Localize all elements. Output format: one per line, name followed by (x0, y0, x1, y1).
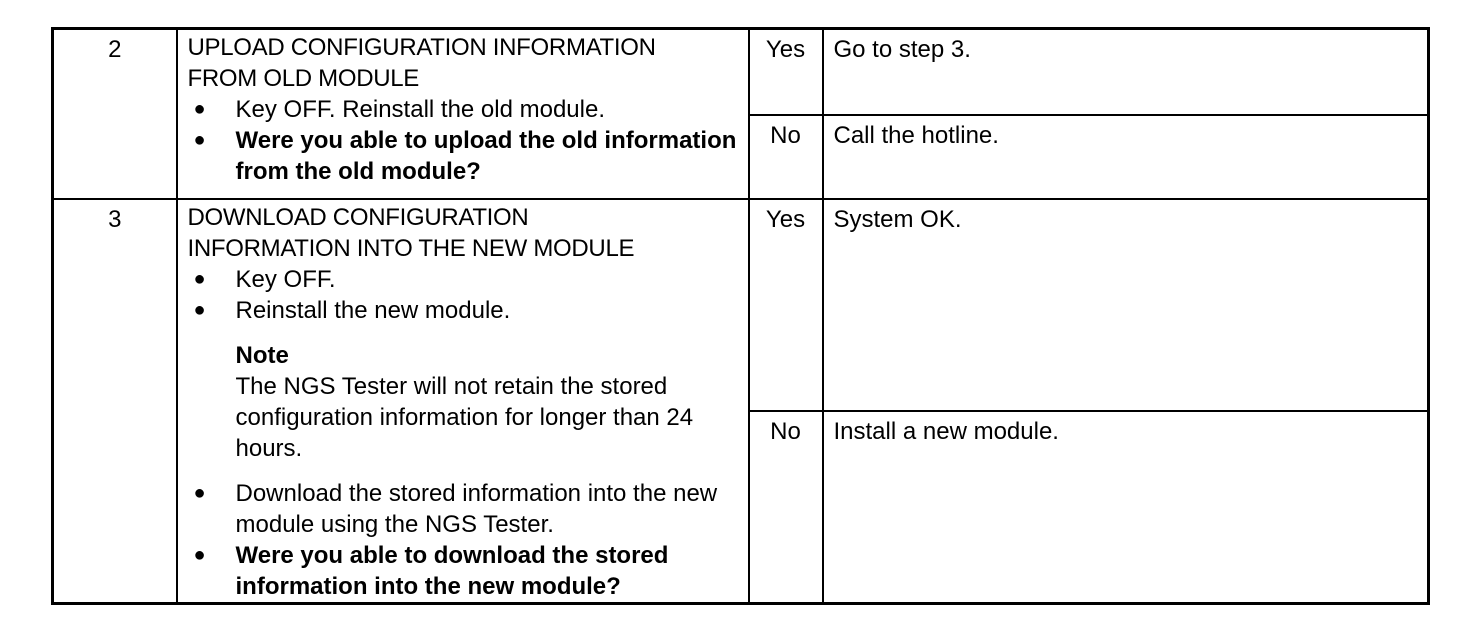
bullet-icon: ● (193, 481, 206, 504)
result-action: Install a new module. (821, 409, 1430, 604)
list-item: ● Were you able to download the stored i… (188, 540, 738, 602)
bullet-text: Key OFF. (235, 265, 336, 293)
result-answer: No (747, 113, 824, 200)
note-block: Note The NGS Tester will not retain the … (188, 340, 738, 464)
note-text: The NGS Tester will not retain the store… (235, 372, 694, 462)
table-row-step-2-no: No Call the hotline. (53, 113, 1430, 200)
question-text: Were you able to upload the old informat… (235, 127, 737, 185)
step-number: 2 (51, 27, 178, 200)
list-item: ● Were you able to upload the old inform… (188, 125, 738, 187)
result-action: Go to step 3. (821, 27, 1430, 116)
step-heading-line: DOWNLOAD CONFIGURATION (187, 203, 529, 231)
bullet-icon: ● (193, 267, 206, 290)
result-answer: No (747, 409, 824, 604)
bullet-icon: ● (193, 298, 206, 321)
result-action: Call the hotline. (821, 113, 1430, 200)
step-heading-line: FROM OLD MODULE (187, 65, 420, 92)
bullet-text: Reinstall the new module. (235, 296, 511, 324)
result-answer: Yes (747, 27, 824, 116)
bullet-list: ● Key OFF. Reinstall the old module. ● W… (188, 94, 738, 187)
question-text: Were you able to download the stored inf… (235, 541, 669, 600)
table-row-step-2: 2 UPLOAD CONFIGURATION INFORMATION FROM … (51, 27, 1430, 200)
step-heading-line: UPLOAD CONFIGURATION INFORMATION (187, 34, 656, 61)
diagnostic-step-table: 2 UPLOAD CONFIGURATION INFORMATION FROM … (51, 27, 1430, 605)
step-number: 3 (51, 197, 178, 604)
bullet-text: Download the stored information into the… (235, 479, 718, 538)
list-item: ● Reinstall the new module. (188, 295, 738, 326)
step-heading-line: INFORMATION INTO THE NEW MODULE (187, 234, 635, 262)
table-row-step-3-no: No Install a new module. (53, 409, 1430, 604)
list-item: ● Download the stored information into t… (188, 478, 738, 540)
bullet-icon: ● (193, 98, 206, 120)
bullet-list: ● Download the stored information into t… (188, 478, 738, 602)
list-item: ● Key OFF. (188, 264, 738, 295)
bullet-list: ● Key OFF. ● Reinstall the new module. (188, 264, 738, 326)
bullet-icon: ● (193, 543, 206, 566)
list-item: ● Key OFF. Reinstall the old module. (188, 94, 738, 125)
result-action: System OK. (821, 197, 1430, 412)
table-row-step-3: 3 DOWNLOAD CONFIGURATION INFORMATION INT… (51, 197, 1430, 604)
step-action: DOWNLOAD CONFIGURATION INFORMATION INTO … (175, 197, 750, 604)
result-answer: Yes (747, 197, 824, 412)
step-action: UPLOAD CONFIGURATION INFORMATION FROM OL… (175, 27, 750, 200)
bullet-text: Key OFF. Reinstall the old module. (235, 96, 606, 123)
bullet-icon: ● (193, 129, 206, 151)
note-title: Note (235, 341, 289, 369)
